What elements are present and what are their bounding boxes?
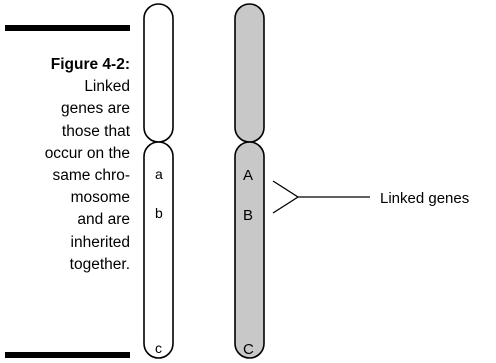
gene-label-A: A bbox=[243, 167, 253, 184]
chromosome-right-lower-arm bbox=[234, 141, 265, 359]
figure-caption-text: Linked genes are those that occur on the… bbox=[44, 78, 130, 273]
chromosome-left-upper-arm bbox=[143, 3, 174, 143]
gene-label-c: c bbox=[155, 340, 162, 356]
chromosome-right bbox=[234, 3, 265, 359]
gene-label-C: C bbox=[243, 341, 254, 358]
chromosome-left bbox=[143, 3, 174, 359]
gene-label-B: B bbox=[243, 207, 253, 224]
callout-label: Linked genes bbox=[380, 190, 469, 207]
bottom-rule bbox=[5, 352, 130, 358]
figure-caption: Figure 4-2: Linked genes are those that … bbox=[0, 54, 130, 276]
gene-label-b: b bbox=[155, 205, 163, 221]
chromosome-left-lower-arm bbox=[143, 141, 174, 359]
figure-label: Figure 4-2: bbox=[50, 56, 130, 73]
top-rule bbox=[5, 25, 130, 31]
chromosome-right-upper-arm bbox=[234, 3, 265, 143]
callout-bracket bbox=[272, 180, 300, 214]
gene-label-a: a bbox=[155, 166, 163, 182]
